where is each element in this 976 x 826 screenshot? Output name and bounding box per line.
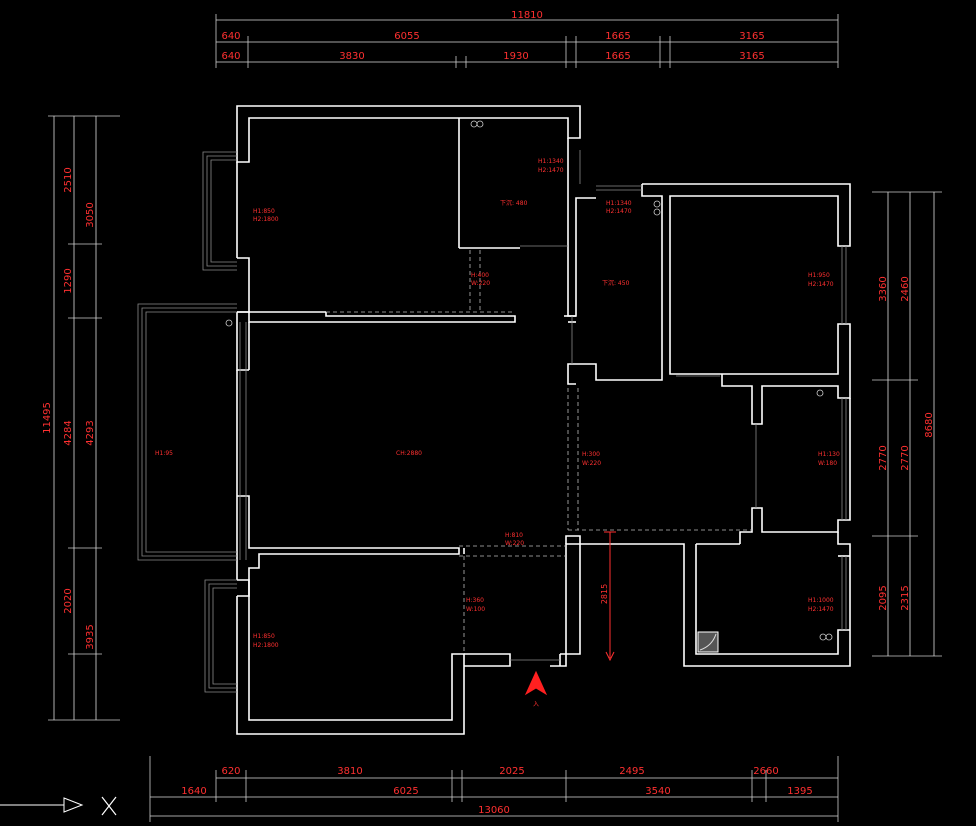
dim-left-inner-3: 3935 bbox=[85, 624, 96, 649]
dim-top-r2-3: 1665 bbox=[605, 31, 630, 42]
drain-icon bbox=[653, 208, 661, 216]
dim-bottom-r2-2: 6025 bbox=[393, 786, 418, 797]
left-dimension-chains: 11495 2510 1290 4284 2020 3050 4293 3935 bbox=[42, 115, 120, 721]
dim-top-r3-2: 3830 bbox=[339, 51, 364, 62]
dim-left-inner-1: 3050 bbox=[85, 202, 96, 227]
dim-top-r2-1: 640 bbox=[221, 31, 240, 42]
dim-top-r3-4: 1665 bbox=[605, 51, 630, 62]
drain-icon bbox=[225, 319, 233, 327]
dim-right-mid-3: 2315 bbox=[900, 585, 911, 610]
dim-right-mid-1: 2460 bbox=[900, 276, 911, 301]
label-beam-low-w: W:100 bbox=[466, 606, 485, 613]
label-bed-bl-h2: H2:1800 bbox=[253, 642, 279, 649]
dim-bottom-r2-3: 3540 bbox=[645, 786, 670, 797]
axis-arrow-icon bbox=[0, 796, 117, 816]
fixtures bbox=[225, 120, 833, 653]
label-sill-corr: 下沉: 450 bbox=[602, 279, 630, 287]
label-window-tm-h2: H2:1470 bbox=[538, 167, 564, 174]
label-beam-h: H:300 bbox=[582, 451, 600, 458]
dim-top-r3-5: 3165 bbox=[739, 51, 764, 62]
dim-bottom-r1-2: 3810 bbox=[337, 766, 362, 777]
vertical-dimension-marker: 2815 bbox=[600, 531, 616, 662]
dim-left-mid-1: 2510 bbox=[63, 167, 74, 192]
label-window-right-w: W:180 bbox=[818, 460, 837, 467]
dim-top-r2-4: 3165 bbox=[739, 31, 764, 42]
dim-right-mid-2: 2770 bbox=[900, 445, 911, 470]
dim-bottom-r1-1: 620 bbox=[221, 766, 240, 777]
dim-bottom-r2-1: 1640 bbox=[181, 786, 206, 797]
dim-top-r3-1: 640 bbox=[221, 51, 240, 62]
dim-right-outer: 8680 bbox=[924, 412, 935, 437]
dim-vertical-marker: 2815 bbox=[600, 584, 609, 604]
dim-bottom-r2-4: 1395 bbox=[787, 786, 812, 797]
label-window-tm-h1: H1:1340 bbox=[538, 158, 564, 165]
label-sill-tm: 下沉: 480 bbox=[500, 199, 528, 207]
dim-bottom-r1-5: 2660 bbox=[753, 766, 778, 777]
dim-right-inner-1: 3360 bbox=[878, 276, 889, 301]
label-balcony-h: H1:95 bbox=[155, 450, 173, 457]
dim-left-mid-3: 4284 bbox=[63, 420, 74, 445]
label-door-small-w: W:220 bbox=[471, 280, 490, 287]
room-labels: H1:850 H2:1800 H1:1340 H2:1470 下沉: 480 H… bbox=[155, 158, 840, 649]
drain-icon bbox=[825, 633, 833, 641]
label-living-ch: CH:2880 bbox=[396, 450, 422, 457]
dim-right-inner-3: 2095 bbox=[878, 585, 889, 610]
dim-top-r2-2: 6055 bbox=[394, 31, 419, 42]
dim-bottom-total: 13060 bbox=[478, 805, 510, 816]
dim-left-mid-4: 2020 bbox=[63, 588, 74, 613]
label-bed-bl-h1: H1:850 bbox=[253, 633, 275, 640]
dim-left-outer: 11495 bbox=[42, 402, 53, 434]
drain-icon bbox=[653, 200, 661, 208]
label-bed-br-h2: H2:1470 bbox=[808, 606, 834, 613]
label-bed-tr-h2: H2:1470 bbox=[808, 281, 834, 288]
dim-right-inner-2: 2770 bbox=[878, 445, 889, 470]
right-dimension-chains: 3360 2770 2095 2460 2770 2315 8680 bbox=[872, 191, 942, 657]
walls bbox=[236, 105, 851, 735]
top-dimension-chains: 11810 640 6055 1665 3165 640 3830 1930 1… bbox=[215, 10, 839, 68]
dim-top-total: 11810 bbox=[511, 10, 543, 21]
drain-icon bbox=[819, 633, 827, 641]
drain-icon bbox=[816, 389, 824, 397]
label-beam-mid-h: H:810 bbox=[505, 532, 523, 539]
drain-icon bbox=[470, 120, 478, 128]
drain-icon bbox=[476, 120, 484, 128]
label-beam-mid-w: W:220 bbox=[505, 540, 524, 547]
shaft-icon bbox=[697, 631, 719, 653]
label-bed-tl-h2: H2:1800 bbox=[253, 216, 279, 223]
label-door-small-h: H:400 bbox=[471, 272, 489, 279]
dim-left-mid-2: 1290 bbox=[63, 268, 74, 293]
beams-dashed bbox=[326, 250, 752, 654]
windows-balcony bbox=[137, 150, 847, 693]
dim-top-r3-3: 1930 bbox=[503, 51, 528, 62]
dim-bottom-r1-3: 2025 bbox=[499, 766, 524, 777]
label-beam-w: W:220 bbox=[582, 460, 601, 467]
label-bed-tl-h1: H1:850 bbox=[253, 208, 275, 215]
dim-left-inner-2: 4293 bbox=[85, 420, 96, 445]
label-window-corr-h2: H2:1470 bbox=[606, 208, 632, 215]
label-bed-br-h1: H1:1000 bbox=[808, 597, 834, 604]
dim-bottom-r1-4: 2495 bbox=[619, 766, 644, 777]
label-bed-tr-h1: H1:950 bbox=[808, 272, 830, 279]
label-window-corr-h1: H1:1340 bbox=[606, 200, 632, 207]
label-beam-low-h: H:360 bbox=[466, 597, 484, 604]
entrance-label: 入 bbox=[533, 701, 539, 708]
entrance-arrow-icon: 入 bbox=[524, 670, 548, 708]
label-window-right-h1: H1:130 bbox=[818, 451, 840, 458]
bottom-dimension-chains: 620 3810 2025 2495 2660 1640 6025 3540 1… bbox=[149, 756, 839, 822]
